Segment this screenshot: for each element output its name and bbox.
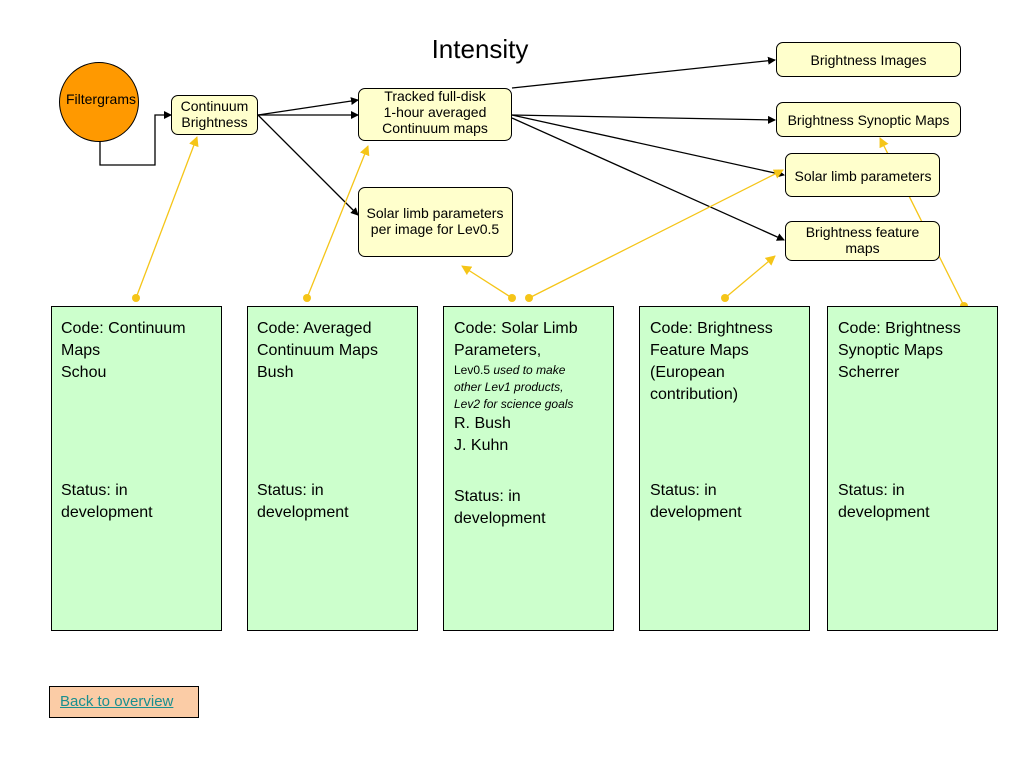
code-card-feature <box>639 306 810 631</box>
link-card3-limb <box>528 169 784 299</box>
brightness-images-node <box>776 42 961 77</box>
feature-maps-node <box>785 221 940 261</box>
diagram-title: Intensity <box>431 34 529 64</box>
limb-parameters-label: Solar limb parameters <box>794 168 932 184</box>
anchor-dot <box>525 294 533 302</box>
arrow-tracked-to-feature <box>511 117 785 241</box>
back-to-overview-link[interactable]: Back to overview <box>60 693 174 710</box>
link-card1-continuum <box>135 136 199 299</box>
back-button-box[interactable] <box>49 686 199 718</box>
arrow-filtergrams-to-continuum <box>99 111 172 166</box>
filtergrams-label: Filtergrams <box>65 91 136 107</box>
link-card2-tracked <box>306 145 370 299</box>
link-card4-feature <box>724 255 776 299</box>
tracked-maps-node <box>358 88 512 141</box>
limb-parameters-node <box>785 153 940 197</box>
synoptic-maps-label: Brightness Synoptic Maps <box>787 112 950 128</box>
link-card3-limb-lev05 <box>461 265 513 299</box>
anchor-dot <box>132 294 140 302</box>
arrow-continuum-to-tracked-top <box>257 97 359 116</box>
arrow-tracked-to-synoptic <box>511 114 776 124</box>
anchor-dot <box>508 294 516 302</box>
code-card-limb <box>443 306 614 631</box>
code-card-continuum <box>51 306 222 631</box>
anchor-dot <box>303 294 311 302</box>
arrow-tracked-to-brightness-images <box>511 56 776 89</box>
continuum-brightness-node <box>171 95 258 135</box>
code-card-averaged <box>247 306 418 631</box>
anchor-dot <box>721 294 729 302</box>
arrow-continuum-to-limb-lev05 <box>257 114 359 216</box>
limb-lev05-node <box>358 187 513 257</box>
filtergrams-node <box>59 62 139 142</box>
code-card-synoptic <box>827 306 998 631</box>
arrow-tracked-to-limb <box>511 114 785 178</box>
brightness-images-label: Brightness Images <box>810 52 927 68</box>
synoptic-maps-node <box>776 102 961 137</box>
